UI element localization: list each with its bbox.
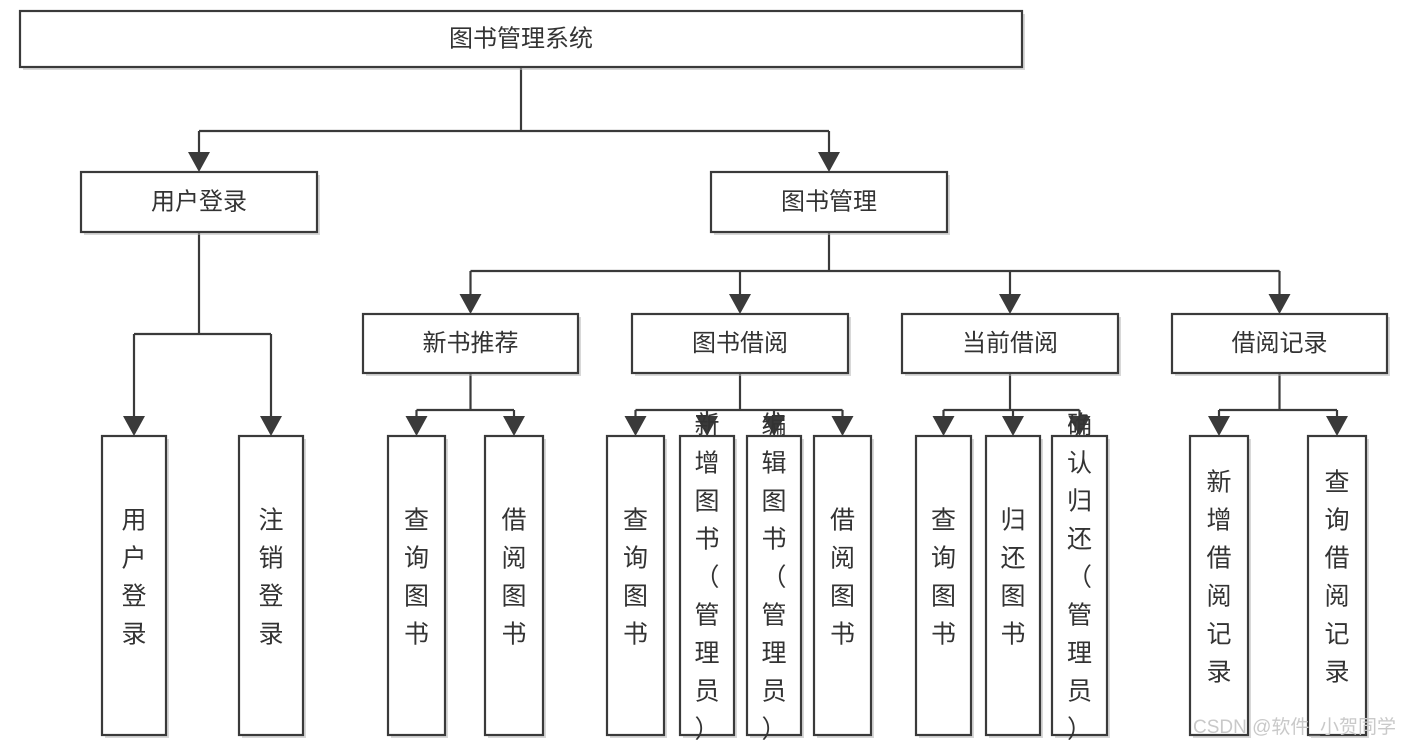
node-label: 注销登录 — [258, 507, 283, 649]
node-label: 归还图书 — [1000, 507, 1025, 649]
node-label: 查询借阅记录 — [1324, 469, 1349, 687]
arrow-head-icon — [932, 416, 955, 436]
node-box — [1188, 434, 1250, 737]
node-label: 图书管理 — [781, 188, 877, 215]
node-box — [79, 170, 319, 234]
arrow-head-icon — [999, 294, 1021, 314]
arrow-head-icon — [405, 416, 428, 436]
node-box — [630, 312, 850, 375]
node-new-book-recommend[interactable]: 新书推荐 — [361, 312, 581, 376]
arrow-head-icon — [260, 416, 282, 436]
edges-layer — [123, 67, 1348, 436]
node-box — [18, 9, 1024, 69]
node-leaf-edit-book-admin[interactable]: 编辑图书（管理员） — [745, 412, 804, 744]
arrow-head-icon — [123, 416, 145, 436]
node-box — [386, 434, 447, 737]
edge-group-current-borrow — [932, 373, 1091, 436]
node-box — [483, 434, 545, 737]
node-box — [1306, 434, 1368, 737]
node-box — [984, 434, 1042, 737]
node-label: 借阅图书 — [501, 507, 526, 649]
node-leaf-query-book-borrow[interactable]: 查询图书 — [605, 434, 667, 738]
node-leaf-logout-login[interactable]: 注销登录 — [237, 434, 306, 738]
node-leaf-query-book-recommend[interactable]: 查询图书 — [386, 434, 448, 738]
arrow-head-icon — [459, 294, 482, 314]
arrow-head-icon — [818, 152, 840, 172]
node-leaf-confirm-return-admin[interactable]: 确认归还（管理员） — [1050, 412, 1110, 744]
arrow-head-icon — [763, 416, 785, 436]
node-box — [914, 434, 973, 737]
node-box — [678, 434, 736, 737]
arrow-head-icon — [1068, 416, 1091, 436]
arrow-head-icon — [696, 416, 718, 436]
node-user-login[interactable]: 用户登录 — [79, 170, 320, 235]
node-label: 查询图书 — [931, 507, 956, 649]
node-label: 借阅图书 — [830, 507, 855, 649]
node-label: 新书推荐 — [423, 330, 519, 357]
arrow-head-icon — [503, 416, 525, 436]
node-box — [237, 434, 305, 737]
node-label: 确认归还（管理员） — [1067, 412, 1092, 744]
csdn-watermark: CSDN @软件_小贺同学 — [1193, 716, 1396, 738]
node-label: 查询图书 — [623, 507, 648, 649]
node-leaf-borrow-book-recommend[interactable]: 借阅图书 — [483, 434, 546, 738]
node-label: 用户登录 — [121, 507, 146, 649]
node-label: 用户登录 — [151, 188, 247, 215]
edge-group-borrow-record — [1208, 373, 1348, 436]
node-book-borrow[interactable]: 图书借阅 — [630, 312, 851, 376]
edge-group-book-borrow — [624, 373, 854, 436]
arrow-head-icon — [1268, 294, 1291, 314]
node-book-management[interactable]: 图书管理 — [709, 170, 950, 235]
node-box — [745, 434, 803, 737]
node-leaf-query-borrow-record[interactable]: 查询借阅记录 — [1306, 434, 1369, 738]
node-leaf-return-book[interactable]: 归还图书 — [984, 434, 1043, 738]
node-label: 新增图书（管理员） — [694, 412, 719, 744]
nodes-layer: 图书管理系统用户登录图书管理新书推荐图书借阅当前借阅借阅记录用户登录注销登录查询… — [18, 9, 1390, 744]
arrow-head-icon — [729, 294, 751, 314]
node-box — [100, 434, 168, 737]
node-label: 图书借阅 — [692, 330, 788, 357]
node-current-borrow[interactable]: 当前借阅 — [900, 312, 1121, 376]
node-leaf-query-book-current[interactable]: 查询图书 — [914, 434, 974, 738]
edge-group-user-login — [123, 232, 282, 436]
arrow-head-icon — [1208, 416, 1230, 436]
node-leaf-add-book-admin[interactable]: 新增图书（管理员） — [678, 412, 737, 744]
node-leaf-borrow-book[interactable]: 借阅图书 — [812, 434, 874, 738]
arrow-head-icon — [1326, 416, 1348, 436]
arrow-head-icon — [831, 416, 854, 436]
node-box — [709, 170, 949, 234]
node-label: 编辑图书（管理员） — [761, 412, 786, 744]
node-leaf-add-borrow-record[interactable]: 新增借阅记录 — [1188, 434, 1251, 738]
node-box — [361, 312, 580, 375]
arrow-head-icon — [1002, 416, 1024, 436]
node-root[interactable]: 图书管理系统 — [18, 9, 1025, 70]
node-label: 图书管理系统 — [449, 25, 593, 52]
edge-group-root — [188, 67, 840, 172]
node-box — [1050, 434, 1109, 737]
node-label: 查询图书 — [404, 507, 429, 649]
node-box — [605, 434, 666, 737]
node-borrow-record[interactable]: 借阅记录 — [1170, 312, 1390, 376]
edge-group-new-book-recommend — [405, 373, 525, 436]
node-box — [1170, 312, 1389, 375]
node-label: 借阅记录 — [1232, 330, 1328, 357]
arrow-head-icon — [188, 152, 210, 172]
edge-group-book-management — [459, 232, 1291, 314]
node-leaf-user-login[interactable]: 用户登录 — [100, 434, 169, 738]
node-label: 新增借阅记录 — [1206, 469, 1231, 687]
node-box — [812, 434, 873, 737]
arrow-head-icon — [624, 416, 647, 436]
node-label: 当前借阅 — [962, 330, 1058, 357]
node-box — [900, 312, 1120, 375]
